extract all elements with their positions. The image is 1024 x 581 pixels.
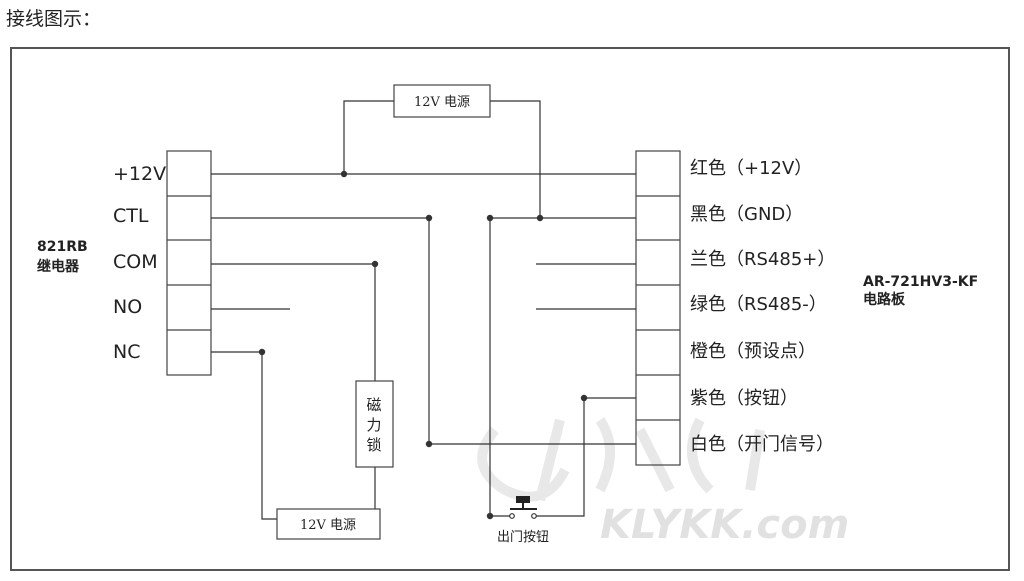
magnet-lock-label: 力 xyxy=(366,416,381,434)
top-power-supply-box xyxy=(393,84,491,118)
magnet-lock-box xyxy=(355,380,394,468)
page-title: 接线图示： xyxy=(6,8,102,30)
wires xyxy=(211,100,636,520)
board-name-cn: 电路板 xyxy=(863,291,906,308)
watermark-text: KLYKK.com xyxy=(600,502,849,548)
exit-button-label: 出门按钮 xyxy=(497,530,549,545)
relay-terminal-label: CTL xyxy=(113,205,149,227)
bottom-power-supply-box xyxy=(276,508,381,540)
relay-terminal-label: +12V xyxy=(113,163,166,185)
magnet-lock-label: 磁 xyxy=(366,396,381,414)
board-terminal-label: 橙色（预设点） xyxy=(690,341,816,362)
watermark: KLYKK.com xyxy=(477,417,849,548)
board-name: AR-721HV3-KF xyxy=(863,274,978,290)
exit-button-symbol xyxy=(509,496,537,519)
board-terminal-label: 白色（开门信号） xyxy=(690,434,834,455)
board-terminal-label: 绿色（RS485-） xyxy=(690,294,827,315)
board-terminal-label: 紫色（按钮） xyxy=(690,388,798,409)
board-terminal-label: 兰色（RS485+） xyxy=(690,249,835,270)
board-terminal-label: 黑色（GND） xyxy=(690,204,803,225)
relay-terminal-label: NC xyxy=(113,341,140,363)
relay-name-cn: 继电器 xyxy=(37,258,80,275)
board-terminal-block xyxy=(635,150,681,466)
relay-name: 821RB xyxy=(37,239,88,255)
top-power-supply-label: 12V 电源 xyxy=(414,95,470,110)
junction-dots xyxy=(258,170,588,523)
relay-terminal-block xyxy=(166,150,212,376)
diagram-frame xyxy=(10,47,1010,571)
relay-terminal-label: NO xyxy=(113,296,142,318)
magnet-lock-label: 锁 xyxy=(366,436,381,454)
bottom-power-supply-label: 12V 电源 xyxy=(300,518,356,533)
board-terminal-label: 红色（+12V） xyxy=(690,158,812,179)
relay-terminal-label: COM xyxy=(113,251,158,273)
